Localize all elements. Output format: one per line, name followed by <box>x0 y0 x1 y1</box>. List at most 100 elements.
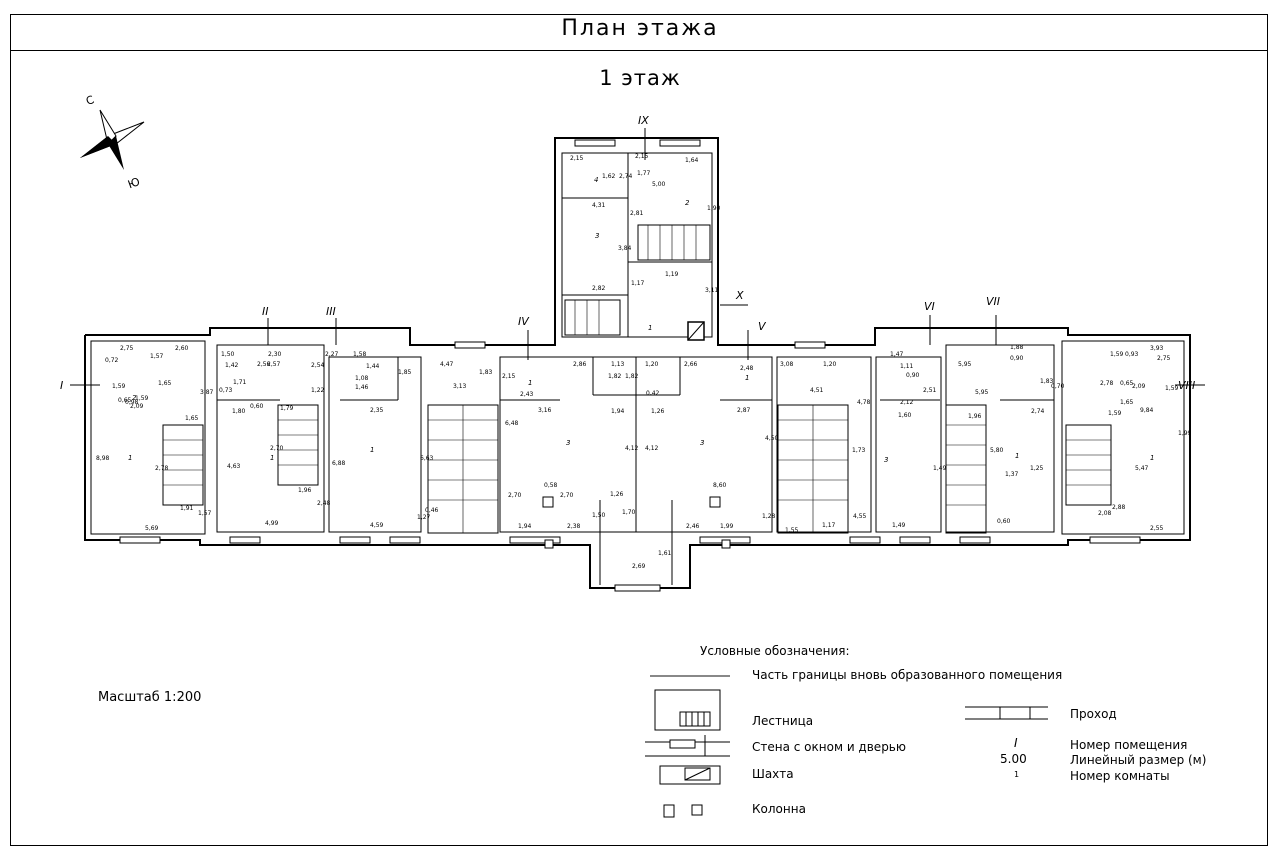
dimension-label: 3,84 <box>618 245 632 252</box>
room-number: 1 <box>528 379 532 387</box>
room-number: 1 <box>370 446 374 454</box>
dimension-label: 1,99 <box>720 523 734 530</box>
dimension-label: 1,83 <box>1040 378 1054 385</box>
dimension-label: 4,99 <box>265 520 279 527</box>
dimension-label: 1,94 <box>518 523 532 530</box>
section-label-II: II <box>262 305 269 318</box>
dimension-label: 6,48 <box>505 420 519 427</box>
dimension-label: 1,65 <box>1120 399 1134 406</box>
room-number: 1 <box>270 454 274 462</box>
dimension-label: 1,80 <box>232 408 246 415</box>
dimension-label: 4,78 <box>857 399 871 406</box>
dimension-label: 1,13 <box>611 361 625 368</box>
dimension-label: 1,57 <box>150 353 164 360</box>
dimension-label: 2,70 <box>270 445 284 452</box>
dimension-label: 1,79 <box>280 405 294 412</box>
legend-dimension-text: Линейный размер (м) <box>1070 753 1207 767</box>
dimension-label: 2,38 <box>567 523 581 530</box>
dimension-label: 1,28 <box>762 513 776 520</box>
section-label-X: X <box>735 289 744 302</box>
dimension-label: 1,08 <box>355 375 369 382</box>
dimension-label: 1,50 <box>221 351 235 358</box>
legend-wall-text: Стена с окном и дверью <box>752 740 906 754</box>
dimension-label: 2,78 <box>155 465 169 472</box>
legend-symbols <box>645 675 1048 818</box>
drawing-frame <box>10 14 1268 846</box>
dimension-label: 1,94 <box>611 408 625 415</box>
dimension-label: 2,12 <box>900 399 914 406</box>
room-number: 3 <box>884 456 888 464</box>
dimension-label: 2,15 <box>570 155 584 162</box>
dimension-label: 0,90 <box>906 372 920 379</box>
dimension-label: 3,16 <box>538 407 552 414</box>
dimension-label: 4,55 <box>853 513 867 520</box>
dimension-label: 1,64 <box>685 157 699 164</box>
section-label-VII: VII <box>986 295 1000 308</box>
dimension-label: 1,61 <box>658 550 672 557</box>
dimension-label: 2,27 <box>325 351 339 358</box>
dimension-label: 1,65 <box>185 415 199 422</box>
legend-title: Условные обозначения: <box>700 644 850 658</box>
columns <box>542 496 731 549</box>
dimension-label: 1,17 <box>631 280 645 287</box>
dimension-label: 1,11 <box>900 363 914 370</box>
dimension-label: 0,73 <box>219 387 233 394</box>
dimension-label: 2,86 <box>573 361 587 368</box>
room-number: 1 <box>1150 454 1154 462</box>
dimension-label: 1,58 <box>353 351 367 358</box>
dimension-label: 2,75 <box>120 345 134 352</box>
room-number: 3 <box>700 439 704 447</box>
scale-label: Масштаб 1:200 <box>98 690 202 705</box>
room-number: 1 <box>648 324 652 332</box>
floor-label: 1 этаж <box>599 66 681 90</box>
dimension-label: 0,65 <box>1120 380 1134 387</box>
dimension-label: 2,48 <box>740 365 754 372</box>
dimension-label: 5,95 <box>958 361 972 368</box>
dimension-label: 1,44 <box>366 363 380 370</box>
dimension-label: 2,57 <box>267 361 281 368</box>
dimension-label: 1,96 <box>968 413 982 420</box>
dimension-label: 1,49 <box>892 522 906 529</box>
dimension-label: 0,58 <box>544 482 558 489</box>
dimension-label: 3,08 <box>780 361 794 368</box>
dimension-label: 4,59 <box>370 522 384 529</box>
dimension-label: 2,09 <box>130 403 144 410</box>
dimension-label: 1,85 <box>398 369 412 376</box>
dimension-label: 0,90 <box>1010 355 1024 362</box>
dimension-label: 5,69 <box>145 525 159 532</box>
section-label-I: I <box>60 379 63 392</box>
section-label-V: V <box>758 320 767 333</box>
dimension-label: 2,56 <box>257 361 271 368</box>
dimension-label: 0,60 <box>997 518 1011 525</box>
room-number: 1 <box>745 374 749 382</box>
dimension-label: 2,81 <box>630 210 644 217</box>
dimension-label: 1,55 <box>785 527 799 534</box>
staircases <box>162 224 1112 534</box>
dimension-label: 1,59 <box>1110 351 1124 358</box>
dimension-label: 1,49 <box>933 465 947 472</box>
room-number: 1 <box>1015 452 1019 460</box>
dimension-label: 6,63 <box>420 455 434 462</box>
dimension-label: 0,72 <box>105 357 119 364</box>
dimension-label: 4,63 <box>227 463 241 470</box>
dimension-label: 1,17 <box>822 522 836 529</box>
dimension-label: 4,50 <box>765 435 779 442</box>
dimension-label: 1,20 <box>645 361 659 368</box>
dimension-label: 2,70 <box>560 492 574 499</box>
dimension-label: 4,47 <box>440 361 454 368</box>
dimension-label: 8,98 <box>96 455 110 462</box>
dimension-label: 5,47 <box>1135 465 1149 472</box>
dimension-label: 1,19 <box>665 271 679 278</box>
dimension-label: 4,31 <box>592 202 606 209</box>
legend-shaft-icon <box>659 765 721 785</box>
dimension-label: 2,75 <box>1157 355 1171 362</box>
dimension-label: 2,15 <box>635 153 649 160</box>
dimension-label: 5,95 <box>975 389 989 396</box>
dimension-label: 5,00 <box>652 181 666 188</box>
dimension-label: 2,08 <box>1098 510 1112 517</box>
dimension-label: 0,65 <box>118 397 132 404</box>
section-label-IV: IV <box>518 315 530 328</box>
dimension-label: 1,42 <box>225 362 239 369</box>
dimension-label: 2,46 <box>686 523 700 530</box>
